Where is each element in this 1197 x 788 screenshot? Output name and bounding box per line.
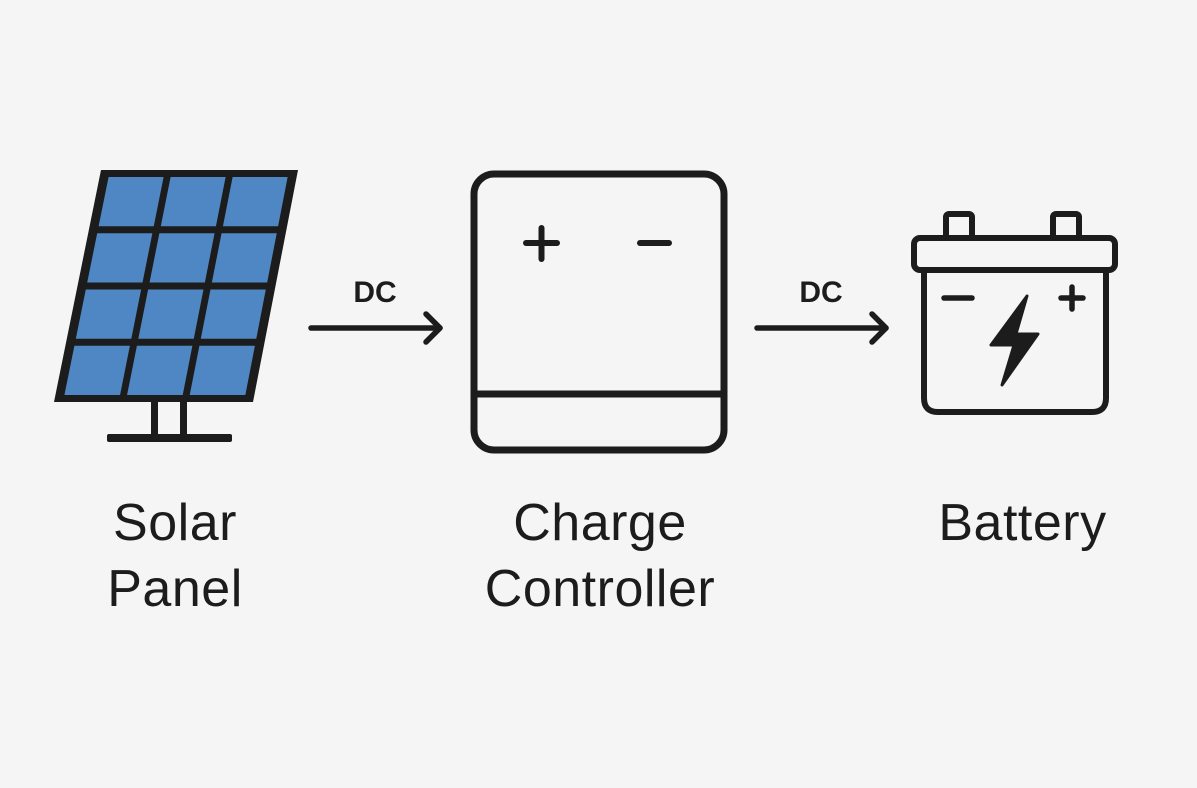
solar-panel-cell xyxy=(200,289,266,339)
solar-panel-frame xyxy=(54,170,298,402)
solar-panel-label: Solar Panel xyxy=(60,490,290,622)
solar-panel-post-right xyxy=(180,402,187,438)
solar-panel-icon xyxy=(54,170,298,442)
battery-icon xyxy=(911,211,1118,415)
edge-label-controller-to-battery: DC xyxy=(799,276,843,309)
battery-terminal-left xyxy=(943,211,975,241)
solar-panel-label-line1: Solar xyxy=(113,494,237,552)
charge-controller-plus-icon xyxy=(523,225,560,262)
solar-panel-cell xyxy=(127,345,193,395)
solar-panel-base xyxy=(107,434,232,442)
charge-controller-label-line1: Charge xyxy=(513,494,687,552)
solar-panel-cell xyxy=(87,233,153,283)
charge-controller-label-line2: Controller xyxy=(484,560,716,618)
battery-label-text: Battery xyxy=(938,494,1107,552)
arrow-solar-to-controller xyxy=(308,311,443,345)
charge-controller-icon xyxy=(470,170,728,454)
solar-panel-cell xyxy=(75,289,142,339)
battery-plus-icon xyxy=(1058,284,1086,312)
solar-panel-cell xyxy=(64,345,130,395)
arrow-controller-to-battery xyxy=(754,311,889,345)
edge-label-solar-to-controller: DC xyxy=(353,276,397,309)
solar-panel-label-line2: Panel xyxy=(107,560,243,618)
charge-controller-label: Charge Controller xyxy=(440,490,760,622)
lightning-bolt-icon xyxy=(989,294,1040,387)
battery-label: Battery xyxy=(900,490,1145,556)
solar-panel-cell xyxy=(98,177,164,227)
solar-panel-cell xyxy=(211,233,277,283)
solar-panel-cell xyxy=(189,345,255,395)
solar-panel-post-left xyxy=(151,402,158,438)
solar-panel-cell xyxy=(138,289,204,339)
battery-terminal-right xyxy=(1050,211,1082,241)
solar-panel-cell xyxy=(222,177,288,227)
battery-lid xyxy=(911,235,1118,273)
solar-panel-cells xyxy=(64,177,288,395)
battery-body xyxy=(921,267,1109,415)
solar-panel-cell xyxy=(160,177,226,227)
solar-panel-cell xyxy=(149,233,215,283)
charge-controller-body xyxy=(470,170,728,454)
